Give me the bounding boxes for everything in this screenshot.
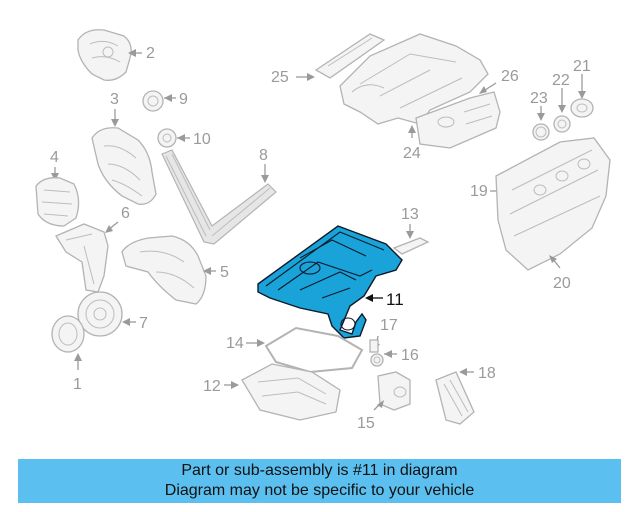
part-22-seal[interactable] — [553, 115, 571, 133]
callout-4[interactable]: 4 — [50, 149, 59, 166]
callout-8[interactable]: 8 — [259, 147, 268, 164]
callout-12[interactable]: 12 — [203, 378, 221, 395]
part-1-seal[interactable] — [51, 315, 85, 353]
part-3-timing-cover[interactable] — [91, 127, 157, 205]
callout-24[interactable]: 24 — [403, 145, 421, 162]
callout-16[interactable]: 16 — [401, 347, 419, 364]
part-16-washer[interactable] — [370, 353, 384, 367]
callout-7[interactable]: 7 — [139, 315, 148, 332]
part-23-seal[interactable] — [532, 123, 550, 141]
callout-10[interactable]: 10 — [193, 131, 211, 148]
part-5-lower-timing-cover[interactable] — [121, 235, 207, 305]
callout-26[interactable]: 26 — [501, 68, 519, 85]
callout-14[interactable]: 14 — [226, 335, 244, 352]
part-14-gasket[interactable] — [264, 326, 364, 374]
callout-5[interactable]: 5 — [220, 264, 229, 281]
part-2-upper-timing-cover[interactable] — [77, 29, 132, 81]
part-9-idler-pulley[interactable] — [142, 90, 164, 112]
part-8-timing-belt[interactable] — [161, 149, 277, 245]
part-7-crankshaft-pulley[interactable] — [77, 291, 123, 337]
callout-9[interactable]: 9 — [179, 91, 188, 108]
parts-diagram: 2 9 3 10 8 4 6 — [35, 29, 611, 432]
part-4-cover[interactable] — [35, 177, 80, 227]
banner-line-1: Part or sub-assembly is #11 in diagram — [181, 462, 458, 479]
callout-23[interactable]: 23 — [530, 90, 548, 107]
callout-15[interactable]: 15 — [357, 415, 375, 432]
callout-21[interactable]: 21 — [573, 58, 591, 75]
part-10-tensioner-roller[interactable] — [157, 128, 177, 148]
callout-25[interactable]: 25 — [271, 69, 289, 86]
part-26-valve-cover[interactable] — [415, 91, 501, 149]
callout-17[interactable]: 17 — [380, 317, 398, 334]
banner-line-2: Diagram may not be specific to your vehi… — [164, 482, 475, 499]
callout-18[interactable]: 18 — [478, 365, 496, 382]
part-21-oil-filler-cap[interactable] — [570, 98, 594, 118]
callout-11[interactable]: 11 — [386, 290, 404, 309]
callout-3[interactable]: 3 — [110, 91, 119, 108]
callout-19[interactable]: 19 — [470, 183, 488, 200]
part-13-baffle[interactable] — [392, 237, 430, 255]
part-19-20-valve-cover-assembly[interactable] — [495, 137, 611, 271]
part-25-cover-strip[interactable] — [314, 33, 386, 79]
part-17-drain-plug[interactable] — [369, 339, 379, 353]
part-11-oil-pan[interactable] — [257, 225, 403, 339]
callout-13[interactable]: 13 — [401, 206, 419, 223]
callout-20[interactable]: 20 — [553, 275, 571, 292]
callout-2[interactable]: 2 — [146, 45, 155, 62]
callout-6[interactable]: 6 — [121, 205, 130, 222]
part-24-engine-cover[interactable] — [339, 33, 489, 125]
callout-22[interactable]: 22 — [552, 72, 570, 89]
part-18-oil-filter[interactable] — [435, 371, 475, 425]
part-6-bracket[interactable] — [55, 223, 109, 293]
part-12-lower-oil-pan[interactable] — [241, 363, 341, 421]
callout-1[interactable]: 1 — [73, 376, 82, 393]
info-banner: Part or sub-assembly is #11 in diagram D… — [18, 459, 621, 503]
